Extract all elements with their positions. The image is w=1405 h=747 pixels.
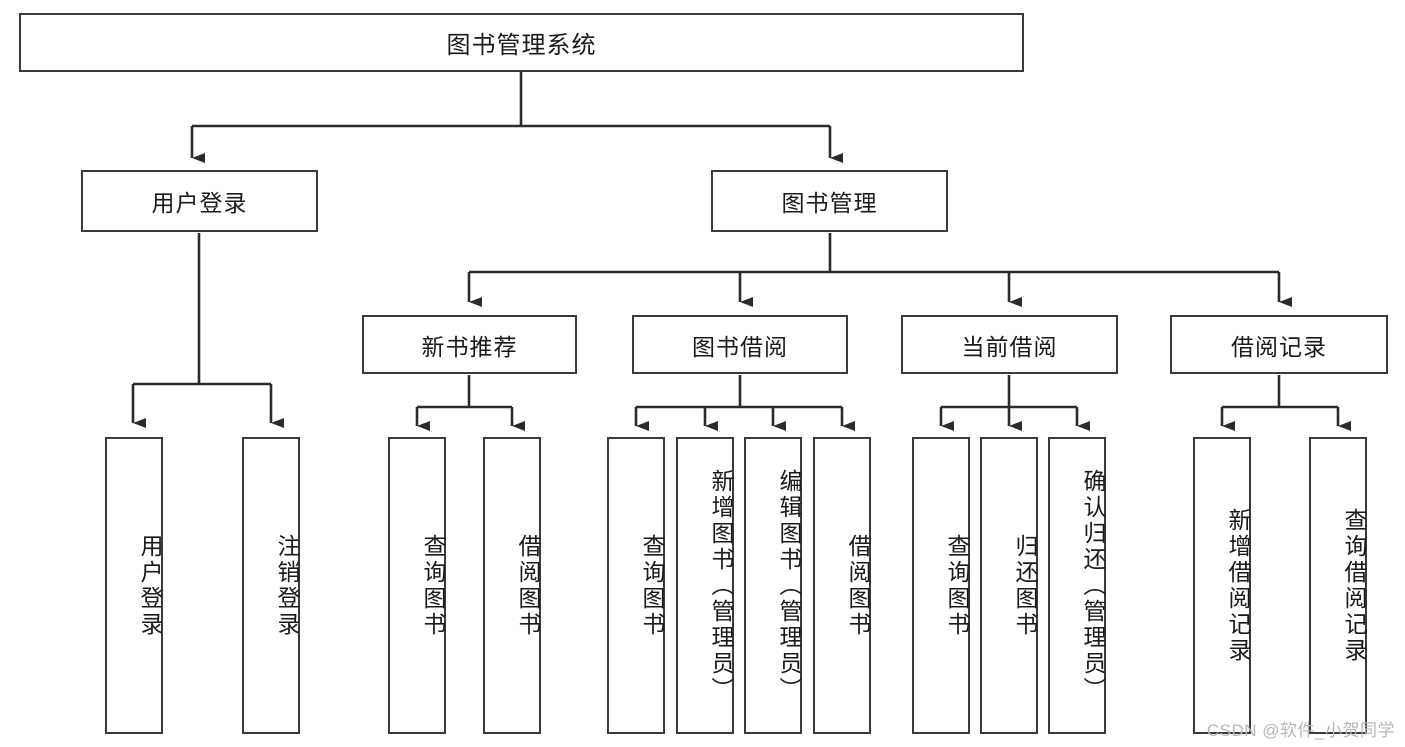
node-label: 用户登录 (137, 533, 163, 638)
leaf-query-book-borrow[interactable]: 查询图书 (607, 437, 665, 734)
leaf-query-book-recommend[interactable]: 查询图书 (388, 437, 446, 734)
leaf-confirm-return-admin[interactable]: 确认归还（管理员） (1048, 437, 1106, 734)
leaf-query-book-current[interactable]: 查询图书 (912, 437, 970, 734)
leaf-user-login[interactable]: 用户登录 (105, 437, 163, 734)
node-label: 图书管理系统 (446, 32, 597, 59)
leaf-return-book[interactable]: 归还图书 (980, 437, 1038, 734)
leaf-borrow-book-recommend[interactable]: 借阅图书 (483, 437, 541, 734)
node-new-book-recommend[interactable]: 新书推荐 (362, 315, 577, 374)
node-current-borrow[interactable]: 当前借阅 (901, 315, 1118, 374)
leaf-add-book-admin[interactable]: 新增图书（管理员） (676, 437, 734, 734)
node-borrow-record[interactable]: 借阅记录 (1170, 315, 1388, 374)
node-label: 当前借阅 (961, 333, 1058, 360)
node-label: 图书管理 (781, 190, 878, 216)
node-label: 借阅记录 (1231, 333, 1327, 360)
node-root-system[interactable]: 图书管理系统 (19, 13, 1024, 72)
node-label: 确认归还（管理员） (1080, 468, 1106, 703)
leaf-edit-book-admin[interactable]: 编辑图书（管理员） (744, 437, 802, 734)
node-book-manage[interactable]: 图书管理 (711, 170, 948, 232)
node-label: 注销登录 (274, 533, 300, 638)
node-label: 图书借阅 (692, 333, 788, 360)
leaf-logout-login[interactable]: 注销登录 (242, 437, 300, 734)
node-label: 借阅图书 (845, 533, 871, 638)
node-book-borrow[interactable]: 图书借阅 (632, 315, 848, 374)
node-label: 归还图书 (1012, 533, 1038, 638)
node-label: 新增图书（管理员） (708, 468, 734, 703)
node-label: 查询图书 (420, 533, 446, 638)
node-label: 查询借阅记录 (1341, 507, 1367, 664)
node-label: 查询图书 (944, 533, 970, 638)
watermark-text: CSDN @软件_小贺同学 (1206, 721, 1395, 740)
node-label: 借阅图书 (515, 533, 541, 638)
leaf-borrow-book[interactable]: 借阅图书 (813, 437, 871, 734)
node-label: 编辑图书（管理员） (776, 468, 802, 703)
node-label: 查询图书 (639, 533, 665, 638)
leaf-query-borrow-record[interactable]: 查询借阅记录 (1309, 437, 1367, 734)
leaf-add-borrow-record[interactable]: 新增借阅记录 (1193, 437, 1251, 734)
node-label: 新增借阅记录 (1225, 507, 1251, 664)
node-label: 新书推荐 (421, 333, 518, 360)
node-user-login[interactable]: 用户登录 (81, 170, 318, 232)
node-label: 用户登录 (151, 190, 248, 216)
